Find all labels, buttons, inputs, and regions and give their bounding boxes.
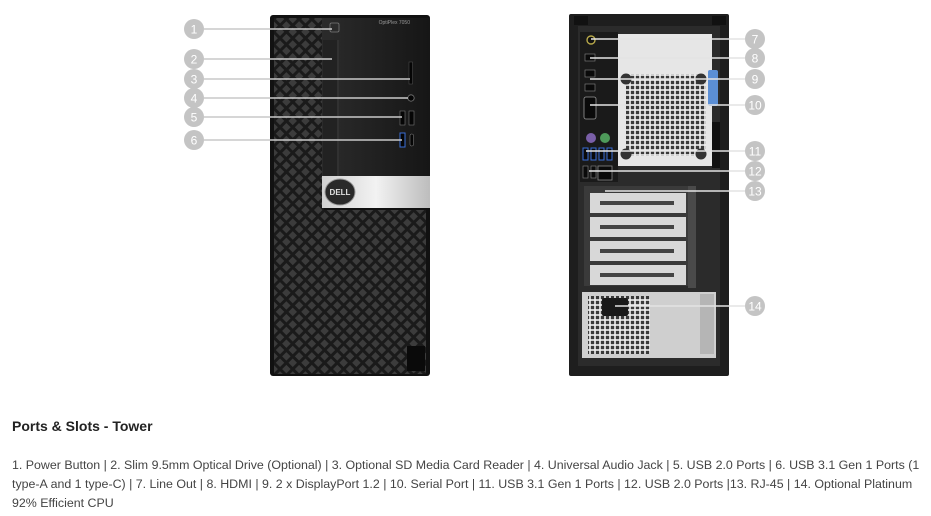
usb3-type-c-port (409, 133, 414, 147)
power-button[interactable] (329, 22, 340, 33)
callout-circle (745, 95, 765, 115)
callout-usb2-front: 5 (184, 107, 402, 127)
callout-circle (745, 181, 765, 201)
callout-number: 8 (752, 52, 759, 66)
front-foot-badge (407, 346, 425, 371)
model-label: OptiPlex 7050 (379, 20, 411, 26)
fan-vent (626, 74, 706, 156)
callout-circle (184, 49, 204, 69)
rear-top-handle-left (574, 16, 588, 25)
callout-number: 14 (748, 300, 762, 314)
displayport-1 (584, 69, 596, 78)
cover-release-latch[interactable] (708, 70, 718, 106)
displayport-2 (584, 83, 596, 92)
callout-displayport: 9 (590, 69, 765, 89)
ports-description: 1. Power Button | 2. Slim 9.5mm Optical … (12, 458, 920, 510)
callout-circle (745, 141, 765, 161)
callout-number: 9 (752, 73, 759, 87)
callout-psu: 14 (615, 296, 765, 316)
callout-circle (745, 161, 765, 181)
rj45-port (597, 165, 613, 181)
rear-usb3-1 (582, 147, 589, 161)
callout-circle (745, 48, 765, 68)
callout-circle (184, 130, 204, 150)
sd-card-slot (408, 61, 413, 85)
callout-serial-port: 10 (590, 95, 765, 115)
callout-hdmi: 8 (590, 48, 765, 68)
callout-audio-jack: 4 (184, 88, 408, 108)
callout-number: 10 (748, 99, 762, 113)
callout-circle (184, 107, 204, 127)
rear-usb3-3 (598, 147, 605, 161)
callout-number: 2 (191, 53, 198, 67)
side-slot (712, 122, 720, 168)
rear-top-handle-right (712, 16, 726, 25)
dell-logo-text: DELL (330, 188, 351, 197)
fan-screw-br (695, 148, 707, 160)
callout-number: 11 (749, 145, 762, 159)
serial-port (583, 96, 597, 120)
section-heading: Ports & Slots - Tower (12, 418, 153, 434)
callout-number: 3 (191, 73, 198, 87)
rear-tower (569, 14, 729, 376)
callout-usb31-front: 6 (184, 130, 402, 150)
callout-usb31-rear: 11 (586, 141, 765, 161)
callout-circle (745, 69, 765, 89)
pcie-retention-bar (688, 186, 696, 288)
optical-drive-slot (323, 40, 337, 176)
rear-usb2-1 (582, 165, 589, 179)
callout-circle (184, 19, 204, 39)
callout-circle (745, 296, 765, 316)
callout-power-button: 1 (184, 19, 332, 39)
psu-side (700, 294, 714, 354)
callout-rj45: 13 (605, 181, 765, 201)
rear-usb2-2 (590, 165, 597, 179)
audio-jack (407, 94, 415, 102)
callout-number: 7 (752, 33, 759, 47)
product-figure: OptiPlex 7050 DELL (184, 14, 765, 376)
dell-logo-ring (324, 178, 356, 206)
callout-circle (184, 88, 204, 108)
callout-number: 1 (191, 23, 198, 37)
callout-number: 4 (191, 92, 198, 106)
callout-line-out: 7 (591, 29, 765, 49)
callout-sd-card-reader: 3 (184, 69, 410, 89)
power-connector (602, 298, 628, 316)
callout-circle (184, 69, 204, 89)
line-out-port (586, 35, 596, 45)
callout-number: 6 (191, 134, 198, 148)
callout-usb2-rear: 12 (589, 161, 765, 181)
callout-optical-drive: 2 (184, 49, 332, 69)
rear-usb3-2 (590, 147, 597, 161)
callout-number: 5 (191, 111, 198, 125)
usb2-port-2 (408, 110, 415, 126)
ps2-mouse-port (600, 133, 610, 143)
rear-usb3-4 (606, 147, 613, 161)
usb2-port-1 (399, 110, 406, 126)
callout-circle (745, 29, 765, 49)
callout-number: 13 (748, 185, 762, 199)
fan-screw-bl (620, 148, 632, 160)
expansion-slot-covers (590, 193, 686, 285)
ps2-keyboard-port (586, 133, 596, 143)
callout-number: 12 (748, 165, 762, 179)
front-tower: OptiPlex 7050 DELL (270, 15, 430, 376)
front-mesh-lower (274, 210, 426, 374)
